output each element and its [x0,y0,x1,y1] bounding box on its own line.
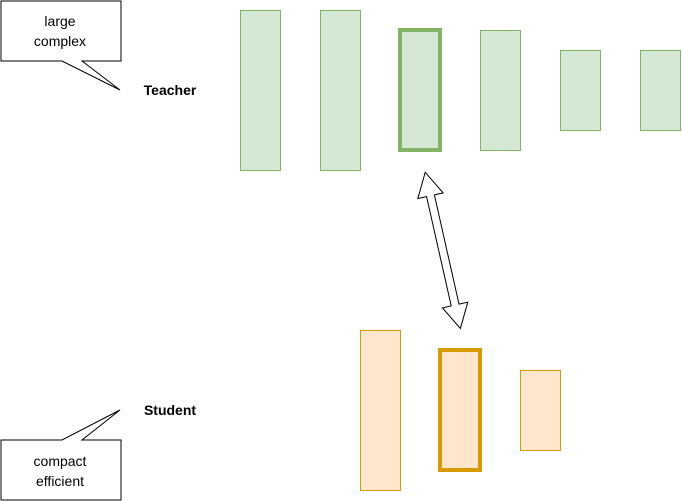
bidirectional-arrow [417,171,469,330]
teacher-layer-6 [640,50,681,131]
teacher-callout-bubble [0,0,122,91]
teacher-layer-4 [480,30,521,151]
teacher-layer-5 [560,50,601,131]
student-layer-1 [360,330,401,491]
teacher-layer-2 [320,10,361,171]
student-label: Student [144,402,196,418]
teacher-callout: large complex [0,0,122,91]
student-layer-2-highlighted [438,348,482,472]
bidirectional-arrow-shape [417,171,469,330]
student-callout-line1: compact [34,453,87,469]
teacher-layers [240,10,681,171]
teacher-layer-1 [240,10,281,171]
teacher-label: Teacher [144,82,197,98]
student-callout-line2: efficient [36,473,84,489]
student-callout: compact efficient [0,409,122,501]
teacher-callout-line2: complex [34,33,86,49]
student-layer-3 [520,370,561,451]
student-layers [360,330,561,491]
teacher-layer-3-highlighted [398,28,442,152]
teacher-callout-line1: large [44,13,75,29]
student-callout-bubble [0,409,122,501]
